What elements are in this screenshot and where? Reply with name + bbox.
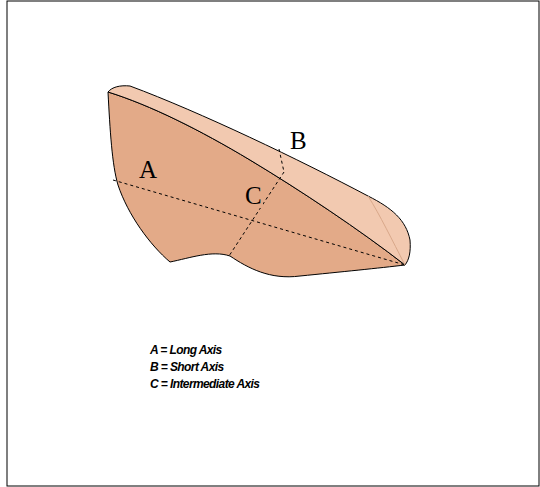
pebble-face <box>108 92 405 277</box>
short-axis-line <box>279 149 284 172</box>
pebble-top <box>108 86 410 265</box>
key-note: B = Short Axis <box>150 361 224 373</box>
intermediate-axis-line <box>229 172 284 256</box>
key-note: A = Long Axis <box>150 344 222 356</box>
long-axis-line <box>113 180 405 265</box>
key-note: C = Intermediate Axis <box>150 378 259 390</box>
axis-letter: A <box>138 157 158 182</box>
pebble-edge <box>368 196 405 265</box>
frame <box>7 1 539 486</box>
axis-letter: C <box>244 183 263 208</box>
axis-letter: B <box>289 128 308 153</box>
